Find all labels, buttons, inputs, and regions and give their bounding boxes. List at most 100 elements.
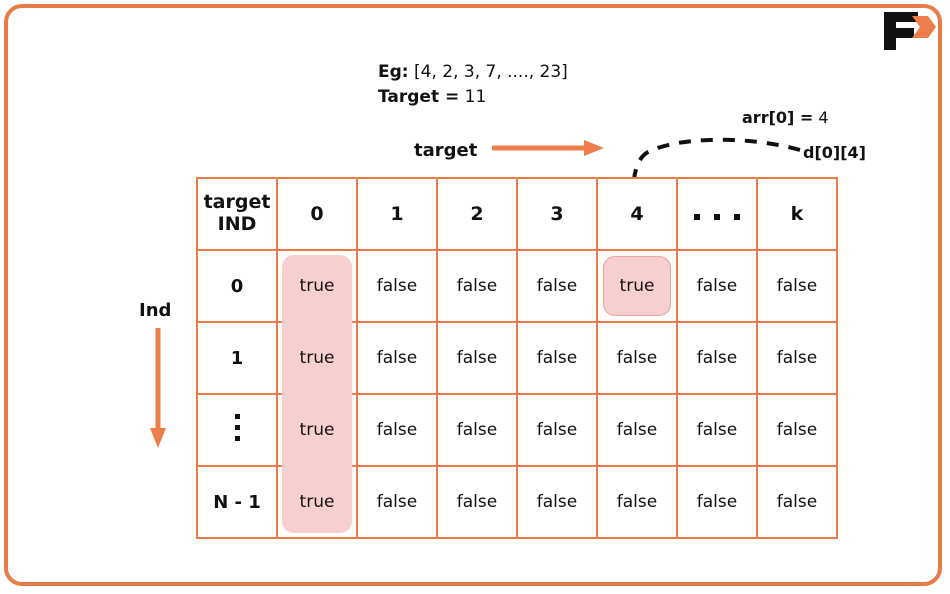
- table-corner-header: target IND: [196, 177, 278, 251]
- cell-r0-c3: false: [516, 249, 598, 323]
- cell-rn-cdots: false: [676, 465, 758, 539]
- column-highlight-strip: [282, 394, 352, 466]
- cell-value: false: [776, 492, 818, 512]
- column-header-label: 3: [550, 203, 564, 225]
- cell-value: false: [376, 420, 418, 440]
- cell-value: false: [776, 348, 818, 368]
- cell-value: false: [616, 492, 658, 512]
- corner-label-line1: target: [203, 191, 271, 214]
- ind-axis-label: Ind: [139, 300, 172, 321]
- cell-rn-c2: false: [436, 465, 518, 539]
- column-header-ellipsis: [676, 177, 758, 251]
- example-label: Eg:: [378, 62, 409, 82]
- cell-rdots-c1: false: [356, 393, 438, 467]
- cell-r0-cdots: false: [676, 249, 758, 323]
- row-header-label: 1: [230, 347, 244, 369]
- arr-zero-label: arr[0] =: [742, 108, 814, 127]
- example-array-value: [4, 2, 3, 7, ...., 23]: [414, 62, 568, 82]
- cell-value: false: [696, 420, 738, 440]
- vertical-ellipsis-icon: [234, 408, 240, 447]
- cell-value: false: [696, 276, 738, 296]
- column-highlight-strip: [282, 255, 352, 322]
- column-header-2: 2: [436, 177, 518, 251]
- cell-r1-c4: false: [596, 321, 678, 395]
- ind-direction-arrow-icon: [150, 328, 166, 448]
- cell-r0-ck: false: [756, 249, 838, 323]
- horizontal-ellipsis-icon: [687, 214, 747, 220]
- table-header-row: target IND 0 1 2 3 4 k: [196, 177, 838, 251]
- row-header-ellipsis: [196, 393, 278, 467]
- column-header-label: 2: [470, 203, 484, 225]
- cell-rdots-ck: false: [756, 393, 838, 467]
- table-row: 0 true false false false true false fals…: [196, 249, 838, 323]
- column-header-label: 1: [390, 203, 404, 225]
- row-header-n-minus-1: N - 1: [196, 465, 278, 539]
- cell-rdots-c2: false: [436, 393, 518, 467]
- d-cell-annotation: d[0][4]: [803, 143, 866, 162]
- target-direction-arrow-icon: [492, 140, 604, 156]
- row-header-0: 0: [196, 249, 278, 323]
- cell-r0-c0: true: [276, 249, 358, 323]
- cell-r1-c0: true: [276, 321, 358, 395]
- example-caption: Eg: [4, 2, 3, 7, ...., 23] Target = 11: [378, 60, 568, 109]
- cell-value: false: [456, 492, 498, 512]
- cell-r1-c3: false: [516, 321, 598, 395]
- cell-value: false: [536, 492, 578, 512]
- cell-r0-c1: false: [356, 249, 438, 323]
- example-target-line: Target = 11: [378, 85, 568, 110]
- row-header-label: 0: [230, 275, 244, 297]
- cell-value: true: [299, 492, 335, 512]
- cell-value: false: [616, 348, 658, 368]
- cell-r1-c2: false: [436, 321, 518, 395]
- cell-value: false: [456, 276, 498, 296]
- cell-value: false: [536, 420, 578, 440]
- cell-value: false: [536, 348, 578, 368]
- arr-zero-annotation: arr[0] = 4: [742, 108, 829, 127]
- example-target-label: Target =: [378, 86, 460, 107]
- cell-rn-c4: false: [596, 465, 678, 539]
- example-target-value: 11: [464, 86, 487, 107]
- cell-rdots-c4: false: [596, 393, 678, 467]
- corner-label-line2: IND: [217, 213, 257, 235]
- cell-value: false: [376, 348, 418, 368]
- cell-value: false: [616, 420, 658, 440]
- row-header-1: 1: [196, 321, 278, 395]
- cell-value: false: [776, 420, 818, 440]
- cell-r1-c1: false: [356, 321, 438, 395]
- cell-rdots-cdots: false: [676, 393, 758, 467]
- cell-rn-c0: true: [276, 465, 358, 539]
- cell-value: false: [696, 492, 738, 512]
- column-header-k: k: [756, 177, 838, 251]
- cell-value: true: [299, 276, 335, 296]
- f-arrow-logo: [884, 12, 936, 50]
- cell-value: false: [536, 276, 578, 296]
- cell-value: false: [376, 492, 418, 512]
- cell-r0-c4: true: [596, 249, 678, 323]
- cell-rdots-c0: true: [276, 393, 358, 467]
- cell-value: false: [456, 420, 498, 440]
- cell-r1-cdots: false: [676, 321, 758, 395]
- row-header-label: N - 1: [213, 491, 261, 513]
- cell-value: true: [299, 420, 335, 440]
- column-header-4: 4: [596, 177, 678, 251]
- cell-value: true: [619, 276, 655, 296]
- arr-zero-value: 4: [818, 108, 829, 127]
- column-header-label: 0: [310, 203, 324, 225]
- target-axis-label: target: [414, 140, 478, 161]
- cell-rn-c3: false: [516, 465, 598, 539]
- column-header-0: 0: [276, 177, 358, 251]
- cell-value: false: [376, 276, 418, 296]
- dp-table: target IND 0 1 2 3 4 k 0 true false fals…: [196, 177, 838, 539]
- cell-rn-c1: false: [356, 465, 438, 539]
- column-highlight-strip: [282, 466, 352, 533]
- cell-rdots-c3: false: [516, 393, 598, 467]
- column-highlight-strip: [282, 322, 352, 394]
- example-array-line: Eg: [4, 2, 3, 7, ...., 23]: [378, 60, 568, 85]
- cell-value: true: [299, 348, 335, 368]
- table-row: true false false false false false false: [196, 393, 838, 467]
- column-header-label: 4: [630, 203, 644, 225]
- column-header-3: 3: [516, 177, 598, 251]
- cell-r1-ck: false: [756, 321, 838, 395]
- cell-r0-c2: false: [436, 249, 518, 323]
